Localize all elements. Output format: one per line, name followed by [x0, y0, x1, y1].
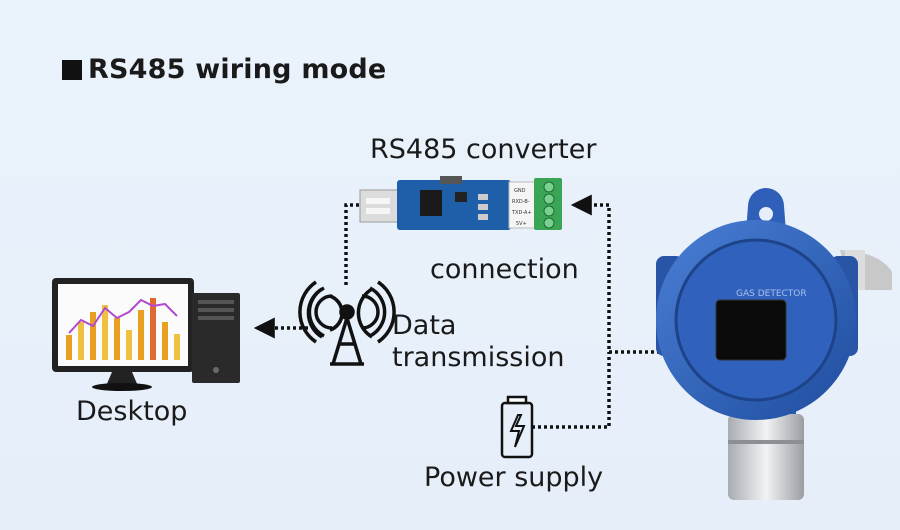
terminal-label-txd: TXD-A+ [511, 210, 532, 216]
page-title: RS485 wiring mode [62, 54, 386, 85]
detector-face-label: GAS DETECTOR [736, 289, 807, 299]
power-supply-label: Power supply [424, 462, 604, 493]
chart-bars-icon [66, 298, 180, 360]
terminal-label-rxd: RXD-B- [512, 199, 530, 205]
antenna-icon [298, 280, 396, 366]
data-transmission-label-1: Data [392, 310, 457, 341]
gas-detector-icon: GAS DETECTOR [656, 188, 892, 500]
terminal-label-gnd: GND [514, 188, 526, 194]
detector-to-converter-line [570, 194, 660, 354]
connection-label: connection [430, 254, 579, 285]
terminal-label-5v: 5V+ [516, 221, 527, 227]
rs485-converter-icon: GND RXD-B- TXD-A+ 5V+ [359, 176, 562, 230]
desktop-label: Desktop [76, 396, 188, 427]
battery-icon [500, 395, 534, 459]
data-transmission-label-2: transmission [392, 342, 565, 373]
converter-label: RS485 converter [370, 134, 597, 165]
title-square-icon [62, 59, 82, 80]
desktop-computer-icon [52, 278, 240, 391]
power-to-detector-line [532, 352, 611, 429]
title-text: RS485 wiring mode [88, 54, 387, 85]
connection-lines [253, 194, 660, 429]
